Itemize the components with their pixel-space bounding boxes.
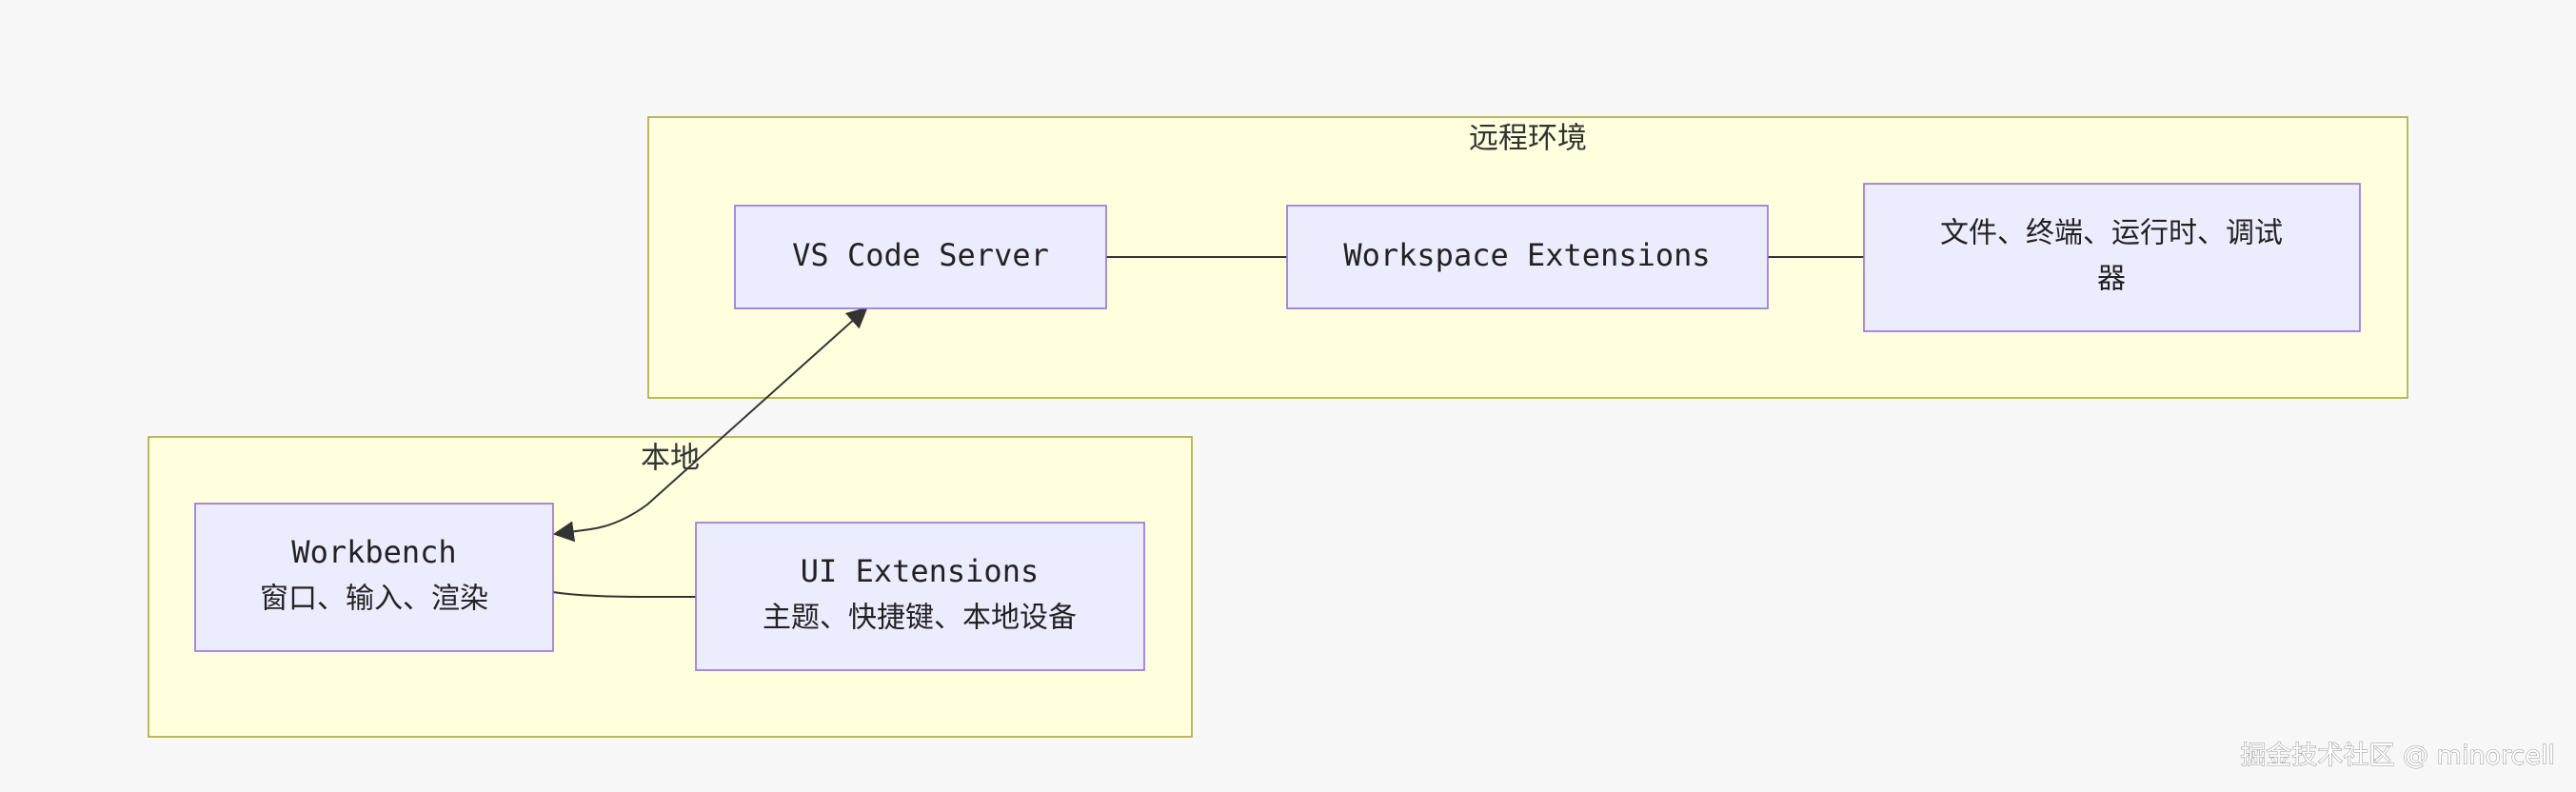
node-workbench-subtitle: 窗口、输入、渲染: [260, 583, 488, 616]
node-ui-extensions-box: [695, 522, 1145, 671]
node-files-terminal-runtime-debugger: 文件、终端、运行时、调试 器: [1863, 183, 2361, 332]
node-workspace-extensions-box: [1286, 205, 1769, 309]
node-vs-code-server-box: [734, 205, 1107, 309]
edge-workbench-server-bidirectional: [552, 307, 868, 543]
local-label: 本地: [641, 442, 700, 476]
node-files-box: [1863, 183, 2361, 332]
edge-workbench-to-ui-extensions: [552, 591, 697, 599]
node-workbench: Workbench 窗口、输入、渲染: [194, 503, 554, 652]
node-files-line2: 器: [2097, 263, 2126, 296]
node-workspace-extensions: Workspace Extensions: [1286, 205, 1769, 309]
watermark-text: 掘金技术社区 @ minorcell: [2240, 742, 2555, 771]
node-ui-extensions-subtitle: 主题、快捷键、本地设备: [763, 602, 1077, 635]
node-workspace-extensions-title: Workspace Extensions: [1343, 237, 1710, 273]
node-vs-code-server: VS Code Server: [734, 205, 1107, 309]
node-files-line1: 文件、终端、运行时、调试: [1940, 217, 2283, 250]
node-workbench-title: Workbench: [291, 534, 456, 570]
node-ui-extensions-title: UI Extensions: [801, 553, 1039, 589]
node-ui-extensions: UI Extensions 主题、快捷键、本地设备: [695, 522, 1145, 671]
node-vs-code-server-title: VS Code Server: [792, 237, 1049, 273]
remote-environment-label: 远程环境: [1469, 122, 1587, 156]
edges: [552, 256, 1864, 599]
node-workbench-box: [194, 503, 554, 652]
